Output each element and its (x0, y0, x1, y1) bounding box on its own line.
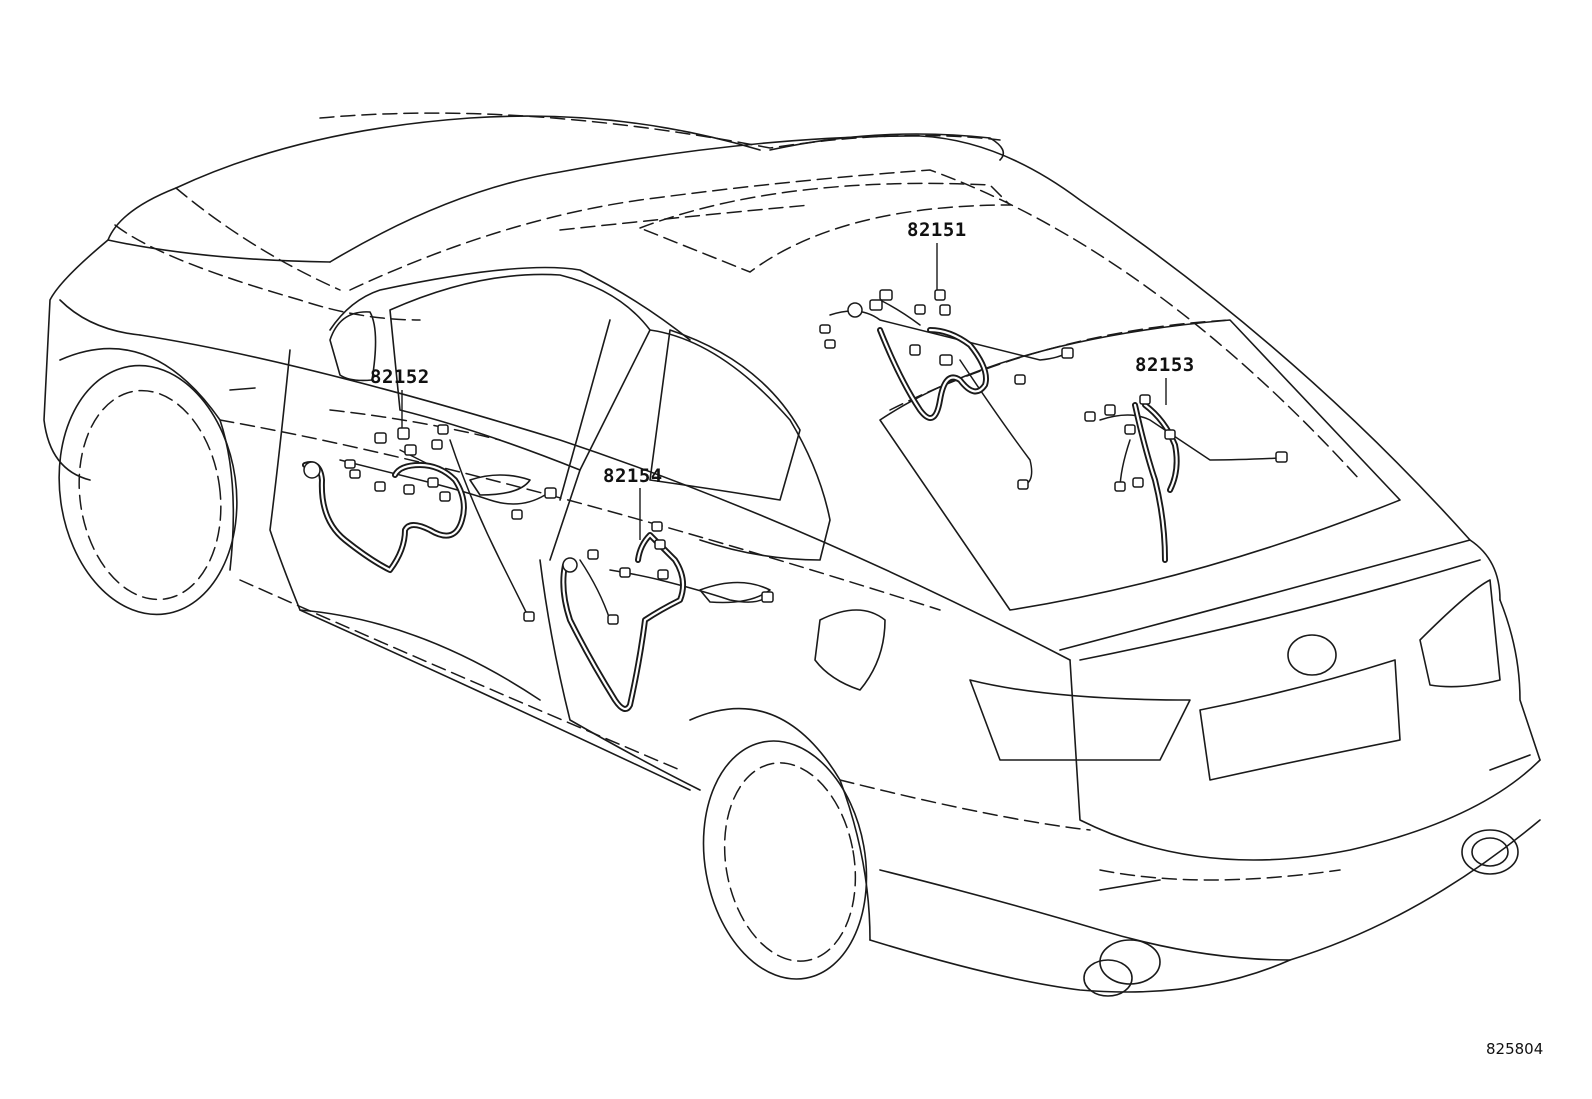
harness-82152 (302, 424, 557, 622)
harness-82153 (1084, 394, 1288, 563)
reference-code: 825804 (1486, 1040, 1544, 1058)
part-label-82152: 82152 (370, 366, 430, 388)
harness-82154 (560, 521, 774, 712)
part-label-82153: 82153 (1135, 354, 1195, 376)
part-label-82151: 82151 (907, 219, 967, 241)
part-label-82154: 82154 (603, 465, 663, 487)
car-body (43, 112, 1541, 997)
harness-82151 (819, 289, 1074, 490)
